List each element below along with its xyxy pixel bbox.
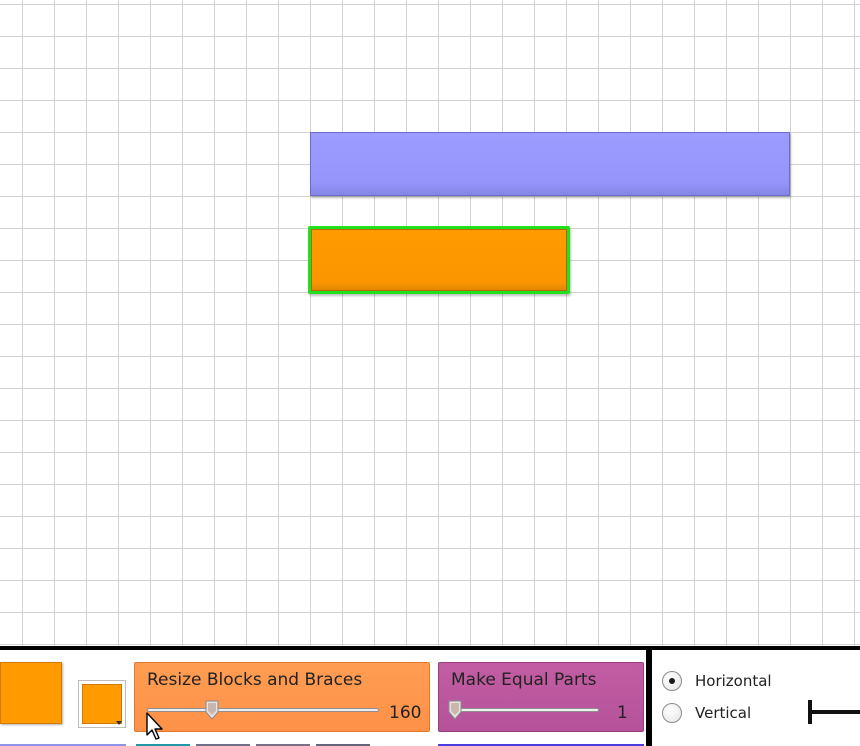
radio-selected-dot bbox=[669, 678, 675, 684]
toolbar-divider bbox=[646, 650, 652, 746]
equal-parts-slider-thumb[interactable] bbox=[447, 700, 463, 720]
make-equal-parts-panel: Make Equal Parts 1 bbox=[438, 662, 644, 732]
color-picker-button[interactable] bbox=[78, 680, 126, 728]
dropdown-arrow-icon bbox=[116, 721, 122, 725]
radio-horizontal[interactable]: Horizontal bbox=[662, 670, 802, 694]
radio-vertical[interactable]: Vertical bbox=[662, 702, 802, 726]
resize-slider-thumb[interactable] bbox=[204, 700, 220, 720]
orange-block-selected[interactable] bbox=[308, 226, 570, 294]
current-color-swatch[interactable] bbox=[0, 662, 62, 724]
resize-blocks-panel: Resize Blocks and Braces 160 bbox=[134, 662, 430, 732]
bottom-tool-strip-3[interactable] bbox=[196, 744, 250, 746]
toolbar: Resize Blocks and Braces 160 Make Equal … bbox=[0, 646, 860, 746]
radio-vertical-label: Vertical bbox=[695, 704, 752, 722]
bottom-tool-strip-4[interactable] bbox=[256, 744, 310, 746]
bottom-tool-strip-2[interactable] bbox=[136, 744, 190, 746]
block-edge bbox=[311, 229, 567, 291]
horizontal-brace-icon[interactable] bbox=[806, 698, 860, 726]
equal-parts-slider-track[interactable] bbox=[451, 708, 599, 712]
color-picker-fill bbox=[82, 684, 122, 724]
bottom-tool-strip-6[interactable] bbox=[438, 744, 644, 746]
bottom-tool-strip-5[interactable] bbox=[316, 744, 370, 746]
radio-button-horizontal[interactable] bbox=[662, 671, 682, 691]
equal-parts-panel-title: Make Equal Parts bbox=[451, 670, 597, 690]
resize-slider-value: 160 bbox=[389, 703, 422, 723]
resize-panel-title: Resize Blocks and Braces bbox=[147, 670, 363, 690]
bottom-tool-strip-1[interactable] bbox=[0, 744, 126, 746]
equal-parts-slider-value: 1 bbox=[617, 703, 628, 723]
radio-horizontal-label: Horizontal bbox=[695, 672, 772, 690]
purple-block[interactable] bbox=[310, 132, 790, 196]
mouse-pointer-icon bbox=[146, 712, 163, 740]
radio-button-vertical[interactable] bbox=[662, 703, 682, 723]
resize-slider-track[interactable] bbox=[147, 708, 379, 712]
grid-workspace[interactable] bbox=[0, 0, 860, 646]
